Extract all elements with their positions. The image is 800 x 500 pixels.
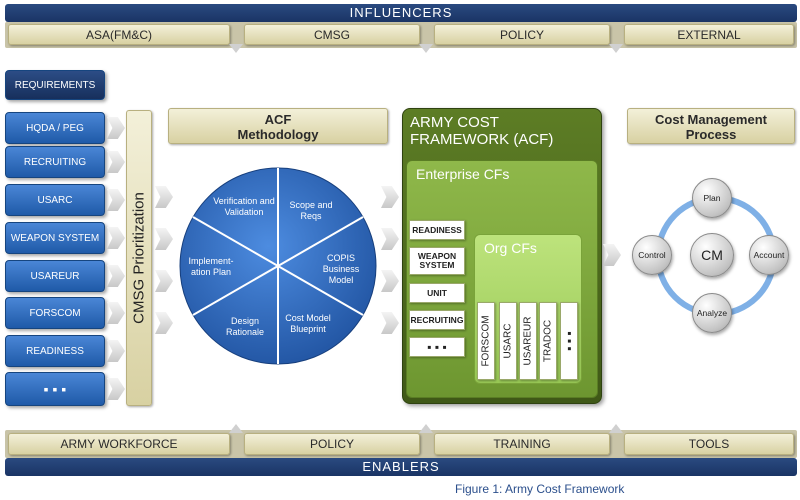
pie-label-blueprint: Cost Model Blueprint (285, 313, 331, 334)
req-weapon-system: WEAPON SYSTEM (5, 222, 105, 254)
req-forscom: FORSCOM (5, 297, 105, 329)
pie-label-copis: COPIS Business Model (322, 253, 360, 285)
req-hqda-peg: HQDA / PEG (5, 112, 105, 144)
org-tradoc-label: TRADOC (542, 319, 554, 363)
enablers-title: ENABLERS (5, 458, 797, 476)
influencer-cmsg: CMSG (244, 24, 420, 45)
chevron-right-icon (155, 270, 173, 292)
up-arrow-icon (419, 424, 433, 433)
acf-methodology-title: ACF Methodology (168, 108, 388, 144)
chevron-right-icon (107, 265, 125, 287)
methodology-pie (179, 167, 377, 365)
chevron-right-icon (107, 340, 125, 362)
chevron-right-icon (107, 302, 125, 324)
cm-node-control: Control (632, 235, 672, 275)
chevron-right-icon (381, 312, 399, 334)
chevron-right-icon (107, 378, 125, 400)
cm-node-account: Account (749, 235, 789, 275)
enterprise-cfs-title: Enterprise CFs (416, 166, 510, 182)
enabler-army-workforce: ARMY WORKFORCE (8, 433, 230, 455)
req-recruiting: RECRUITING (5, 146, 105, 178)
chevron-right-icon (107, 151, 125, 173)
down-arrow-icon (229, 44, 243, 53)
enterprise-more: ▪ ▪ ▪ (409, 337, 465, 357)
cmsg-prioritization-bar: CMSG Prioritization (126, 110, 152, 406)
requirements-header: REQUIREMENTS (5, 70, 105, 100)
pie-label-design: Design Rationale (225, 316, 265, 337)
enterprise-weapon-system: WEAPON SYSTEM (409, 247, 465, 275)
figure-caption: Figure 1: Army Cost Framework (455, 482, 625, 496)
req-more: ▪ ▪ ▪ (5, 372, 105, 406)
pie-divider (277, 265, 364, 316)
org-more-label: ▪ ▪ ▪ (562, 331, 576, 351)
cm-center: CM (690, 233, 734, 277)
org-forscom: FORSCOM (477, 302, 495, 380)
cm-node-analyze: Analyze (692, 293, 732, 333)
chevron-right-icon (155, 312, 173, 334)
org-forscom-label: FORSCOM (480, 315, 492, 367)
org-tradoc: TRADOC (539, 302, 557, 380)
org-cfs-title: Org CFs (484, 240, 537, 256)
pie-divider (277, 216, 364, 267)
influencer-policy: POLICY (434, 24, 610, 45)
org-usareur: USAREUR (519, 302, 537, 380)
org-usareur-label: USAREUR (522, 316, 534, 366)
up-arrow-icon (609, 424, 623, 433)
org-usarc-label: USARC (502, 323, 514, 359)
chevron-right-icon (155, 228, 173, 250)
org-usarc: USARC (499, 302, 517, 380)
req-readiness: READINESS (5, 335, 105, 367)
pie-label-implementation: Implement- ation Plan (188, 256, 234, 277)
cm-node-plan: Plan (692, 178, 732, 218)
chevron-right-icon (107, 117, 125, 139)
enterprise-unit: UNIT (409, 283, 465, 303)
enabler-training: TRAINING (434, 433, 610, 455)
cost-mgmt-title: Cost Management Process (627, 108, 795, 144)
pie-label-verification: Verification and Validation (213, 196, 275, 217)
down-arrow-icon (419, 44, 433, 53)
influencer-external: EXTERNAL (624, 24, 794, 45)
chevron-right-icon (107, 189, 125, 211)
req-usarc: USARC (5, 184, 105, 216)
acf-title: ARMY COST FRAMEWORK (ACF) (410, 114, 554, 148)
org-more: ▪ ▪ ▪ (560, 302, 578, 380)
enterprise-readiness: READINESS (409, 220, 465, 240)
chevron-right-icon (381, 270, 399, 292)
influencers-title: INFLUENCERS (5, 4, 797, 22)
pie-label-scope: Scope and Reqs (289, 200, 333, 221)
req-usareur: USAREUR (5, 260, 105, 292)
chevron-right-icon (155, 186, 173, 208)
cmsg-prioritization-label: CMSG Prioritization (130, 192, 148, 324)
chevron-right-icon (381, 186, 399, 208)
chevron-right-icon (603, 244, 621, 266)
pie-divider (192, 265, 279, 316)
down-arrow-icon (609, 44, 623, 53)
enabler-tools: TOOLS (624, 433, 794, 455)
up-arrow-icon (229, 424, 243, 433)
enterprise-recruiting: RECRUITING (409, 310, 465, 330)
pie-divider (192, 216, 279, 267)
chevron-right-icon (107, 227, 125, 249)
influencer-asa: ASA(FM&C) (8, 24, 230, 45)
enabler-policy: POLICY (244, 433, 420, 455)
chevron-right-icon (381, 228, 399, 250)
